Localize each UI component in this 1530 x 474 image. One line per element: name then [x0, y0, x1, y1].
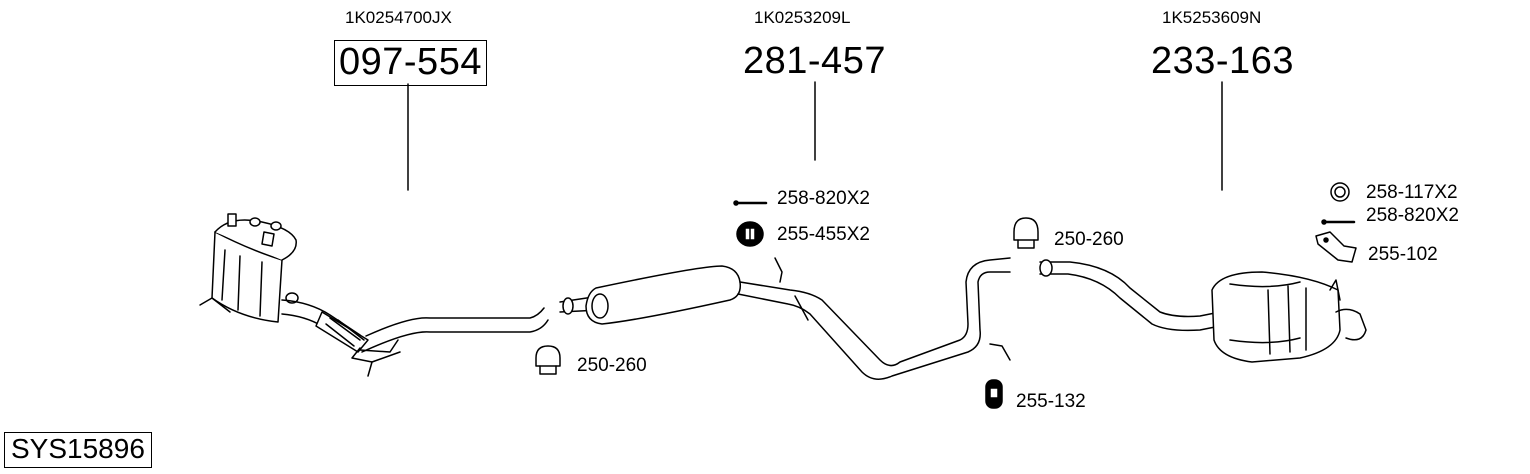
clamp-icon-right: [1013, 217, 1039, 249]
oem-number-3: 1K5253609N: [1162, 8, 1262, 27]
catalytic-converter: [199, 213, 299, 323]
label-ring-rear[interactable]: 258-117X2: [1366, 182, 1458, 203]
middle-silencer: [559, 257, 1011, 380]
bracket-icon-rear: [1315, 231, 1357, 263]
label-hanger-mid[interactable]: 255-455X2: [777, 224, 870, 245]
front-pipe: [281, 299, 549, 377]
bolt-icon-mid: [733, 200, 768, 206]
part-number-catalytic[interactable]: 097-554: [334, 40, 487, 86]
oem-number-1: 1K0254700JX: [345, 8, 452, 27]
label-clamp-right[interactable]: 250-260: [1054, 229, 1124, 250]
oem-number-2: 1K0253209L: [754, 8, 851, 27]
rubber-mount-icon: [985, 379, 1003, 409]
part-number-rear[interactable]: 233-163: [1151, 40, 1294, 82]
label-bolt-rear[interactable]: 258-820X2: [1366, 205, 1459, 226]
rubber-hanger-icon-mid: [736, 221, 764, 247]
part-number-middle[interactable]: 281-457: [743, 40, 886, 82]
system-code: SYS15896: [4, 432, 152, 468]
label-clamp-left[interactable]: 250-260: [577, 355, 647, 376]
clamp-icon-left: [535, 345, 561, 375]
label-rubber-mount[interactable]: 255-132: [1016, 391, 1086, 412]
label-bracket-rear[interactable]: 255-102: [1368, 244, 1438, 265]
rear-silencer: [1039, 259, 1367, 363]
label-bolt-mid[interactable]: 258-820X2: [777, 188, 870, 209]
ring-icon-rear: [1330, 182, 1350, 202]
bolt-icon-rear: [1321, 219, 1356, 225]
